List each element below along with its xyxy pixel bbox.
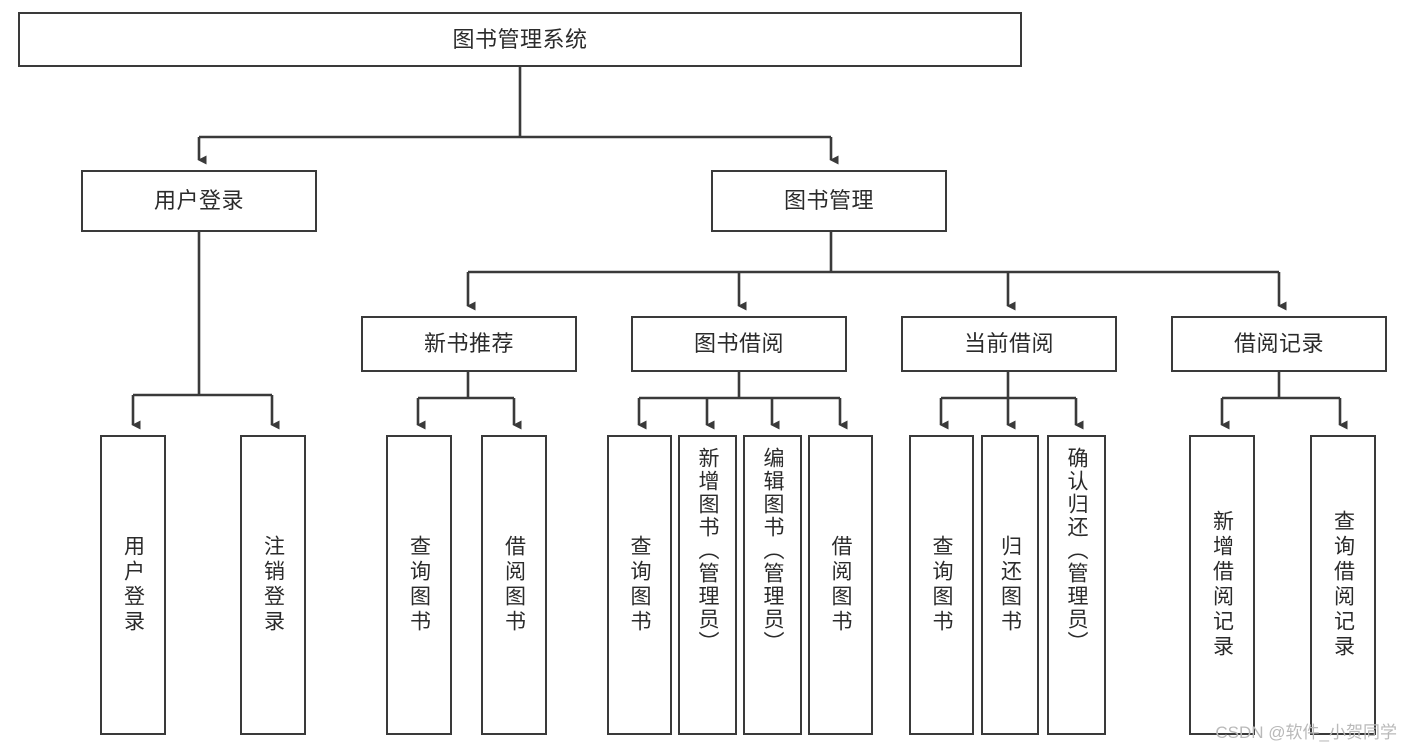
leaf-user-login[interactable]: 用户登录 xyxy=(100,435,166,735)
leaf-return-book[interactable]: 归还图书 xyxy=(981,435,1039,735)
node-label: 借阅图书 xyxy=(502,535,526,635)
node-borrow-record[interactable]: 借阅记录 xyxy=(1171,316,1387,372)
node-book-management[interactable]: 图书管理 xyxy=(711,170,947,232)
node-label: 注销登录 xyxy=(261,535,285,635)
node-label: 借阅记录 xyxy=(1233,331,1324,357)
leaf-logout[interactable]: 注销登录 xyxy=(240,435,306,735)
leaf-query-borrow-record[interactable]: 查询借阅记录 xyxy=(1310,435,1376,735)
leaf-borrow-book[interactable]: 借阅图书 xyxy=(808,435,873,735)
node-label: 借阅图书 xyxy=(829,535,852,635)
node-label: 确认归还（管理员） xyxy=(1065,447,1088,654)
node-label: 当前借阅 xyxy=(963,331,1054,357)
leaf-borrow-book-recommend[interactable]: 借阅图书 xyxy=(481,435,547,735)
node-label: 图书借阅 xyxy=(693,331,784,357)
node-label: 新增借阅记录 xyxy=(1210,510,1234,660)
node-label: 查询图书 xyxy=(930,535,953,635)
leaf-add-borrow-record[interactable]: 新增借阅记录 xyxy=(1189,435,1255,735)
leaf-edit-book-admin[interactable]: 编辑图书（管理员） xyxy=(743,435,802,735)
node-current-borrow[interactable]: 当前借阅 xyxy=(901,316,1117,372)
node-book-borrow[interactable]: 图书借阅 xyxy=(631,316,847,372)
node-user-login[interactable]: 用户登录 xyxy=(81,170,317,232)
node-label: 查询图书 xyxy=(628,535,651,635)
node-root-book-management-system[interactable]: 图书管理系统 xyxy=(18,12,1022,67)
node-label: 查询图书 xyxy=(407,535,431,635)
leaf-query-book-current[interactable]: 查询图书 xyxy=(909,435,974,735)
csdn-watermark: CSDN @软件_小贺同学 xyxy=(1215,723,1397,742)
node-new-book-recommend[interactable]: 新书推荐 xyxy=(361,316,577,372)
node-label: 图书管理 xyxy=(783,188,874,214)
node-label: 新增图书（管理员） xyxy=(696,447,719,654)
node-label: 新书推荐 xyxy=(423,331,514,357)
node-label: 查询借阅记录 xyxy=(1331,510,1355,660)
node-label: 归还图书 xyxy=(998,535,1022,635)
leaf-query-book-borrow[interactable]: 查询图书 xyxy=(607,435,672,735)
node-label: 图书管理系统 xyxy=(452,26,588,52)
leaf-query-book-recommend[interactable]: 查询图书 xyxy=(386,435,452,735)
leaf-confirm-return-admin[interactable]: 确认归还（管理员） xyxy=(1047,435,1106,735)
leaf-add-book-admin[interactable]: 新增图书（管理员） xyxy=(678,435,737,735)
node-label: 用户登录 xyxy=(121,535,145,635)
node-label: 用户登录 xyxy=(153,188,244,214)
node-label: 编辑图书（管理员） xyxy=(761,447,784,654)
